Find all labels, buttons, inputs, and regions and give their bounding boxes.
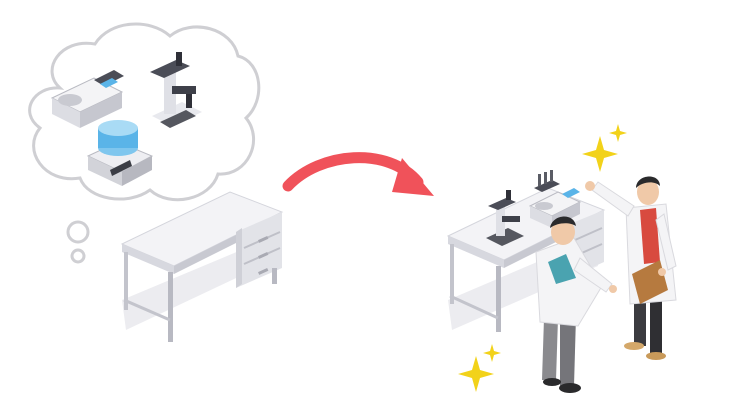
desk-microscope-icon <box>486 190 524 246</box>
thought-dot-large <box>66 220 90 244</box>
sparkle-icon <box>458 124 627 392</box>
test-tube-rack-icon <box>534 170 560 192</box>
hotplate-icon <box>86 120 154 186</box>
scientist-standing-icon <box>585 176 677 360</box>
scientist-leaning-icon <box>535 216 617 393</box>
curved-arrow-icon <box>282 152 434 196</box>
analytical-balance-icon <box>50 70 124 128</box>
empty-desk-icon <box>120 191 284 342</box>
thought-dot-small <box>70 248 86 264</box>
thought-bubble-icon <box>28 22 261 264</box>
microscope-icon <box>150 52 202 128</box>
